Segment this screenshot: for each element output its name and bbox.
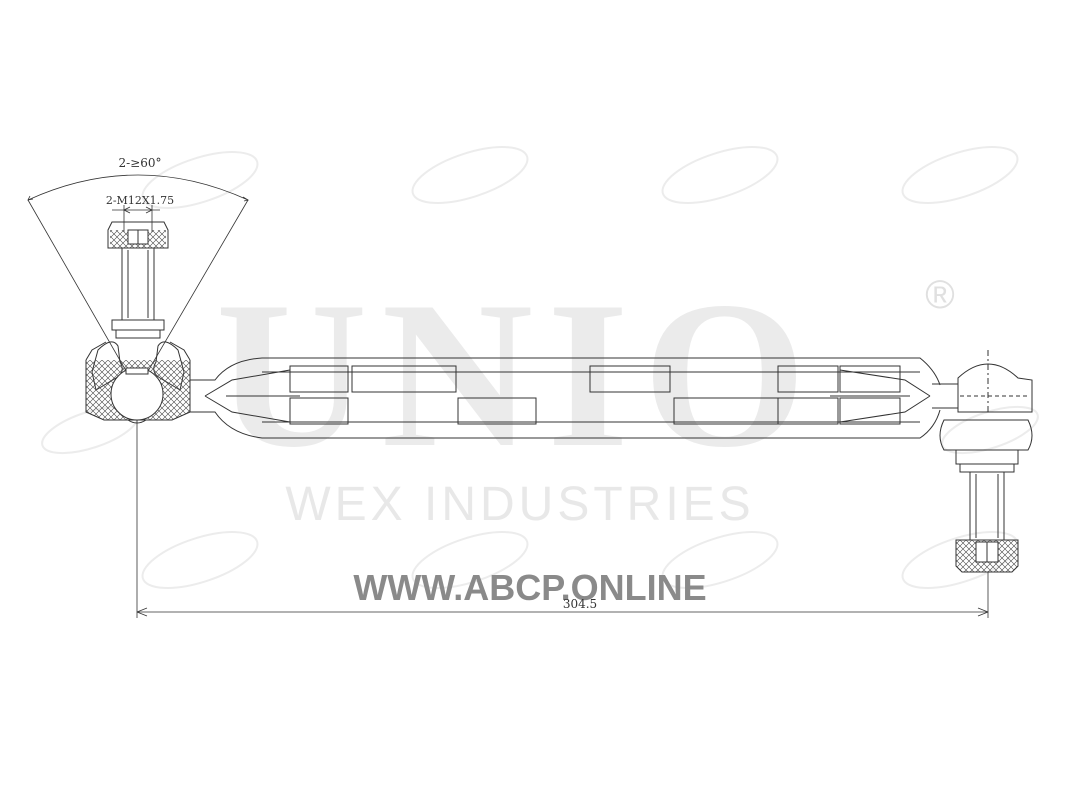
link-drawing: 2-≥60° 2-M12X1.75: [27, 156, 1033, 618]
length-dimension: [136, 420, 989, 618]
watermark-url: WWW.ABCP.ONLINE: [353, 567, 706, 608]
angle-sector: [27, 174, 250, 391]
angle-note: 2-≥60°: [118, 156, 161, 170]
thread-note: 2-M12X1.75: [106, 194, 174, 207]
bar-body: [190, 357, 958, 439]
thread-dimension: [112, 205, 160, 232]
watermark-company: WEX INDUSTRIES: [285, 478, 754, 531]
length-value: 304.5: [563, 597, 597, 611]
watermark: UNIO ® WEX INDUSTRIES WWW.ABCP.ONLINE: [41, 146, 1039, 608]
right-ball-joint: [939, 350, 1033, 573]
watermark-registered-mark: ®: [925, 273, 954, 317]
watermark-brand: UNIO: [216, 259, 820, 491]
left-ball-joint: [85, 221, 191, 424]
